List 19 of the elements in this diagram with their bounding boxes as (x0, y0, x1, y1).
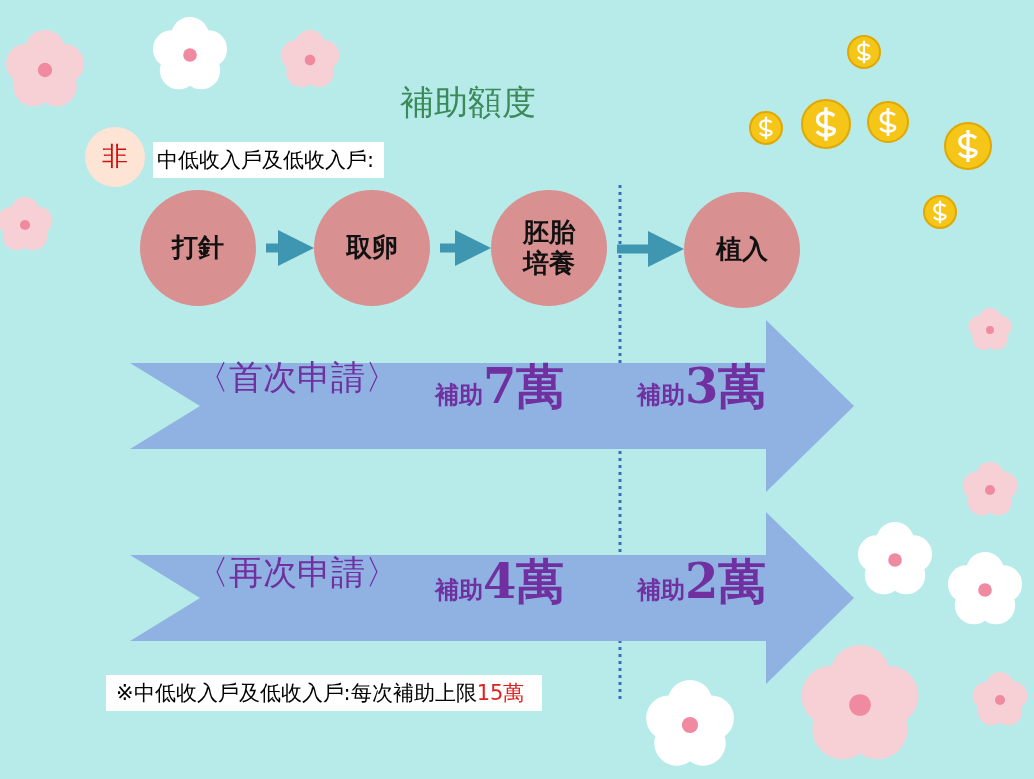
arrow-band (130, 512, 854, 684)
step-circle: 胚胎培養 (491, 190, 607, 306)
amount-label: 補助3萬 (637, 357, 767, 416)
amount-label: 補助4萬 (435, 552, 565, 611)
band-label: 〈再次申請〉 (195, 551, 399, 594)
badge-circle: 非 (85, 127, 145, 187)
amount-label: 補助7萬 (435, 357, 565, 416)
arrow (617, 231, 684, 267)
arrow (440, 230, 491, 266)
arrow-band (130, 320, 854, 492)
note-label: ※中低收入戶及低收入戶:每次補助上限15萬 (106, 675, 543, 711)
title: 補助額度 (400, 81, 536, 124)
arrow (266, 230, 314, 266)
step-circle: 植入 (684, 192, 800, 308)
heading-label: 中低收入戶及低收入戶: (153, 142, 385, 178)
step-circle: 打針 (140, 190, 256, 306)
amount-label: 補助2萬 (637, 552, 767, 611)
band-label: 〈首次申請〉 (195, 356, 399, 399)
step-circle: 取卵 (314, 190, 430, 306)
